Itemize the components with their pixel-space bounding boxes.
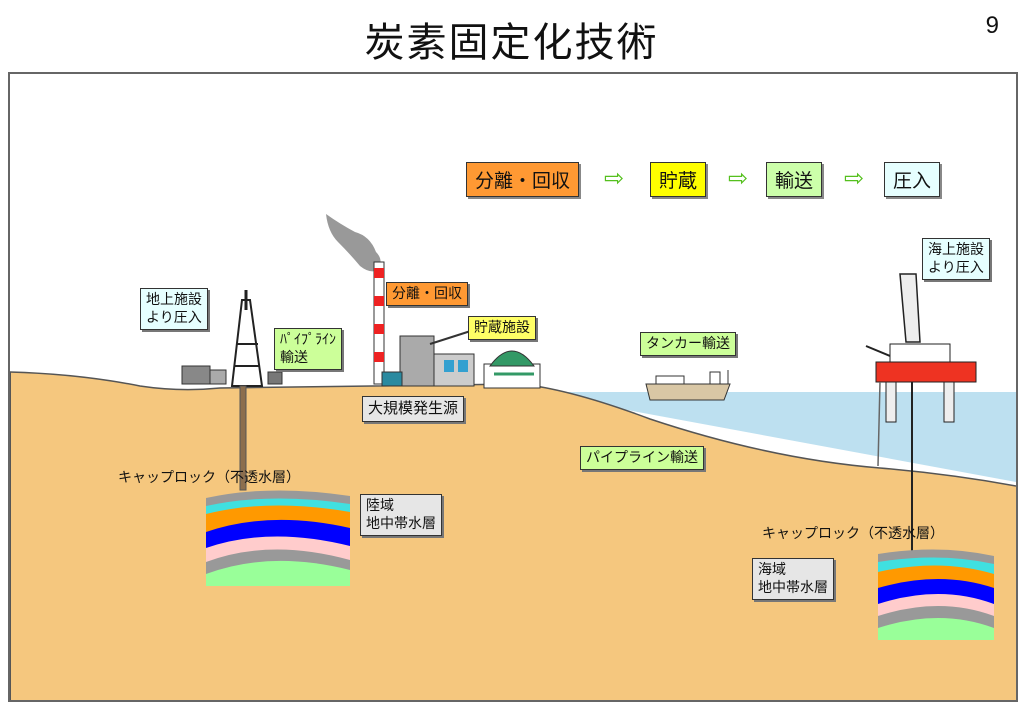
aquifer-land-label: 陸域 地中帯水層 — [360, 494, 442, 537]
large-power-source-label: 大規模発生源 — [362, 396, 465, 422]
land-injection-tower — [181, 290, 283, 491]
diagram-illustration — [10, 214, 1016, 700]
flow-arrow-icon: ⇨ — [604, 164, 625, 192]
sea-strata — [878, 549, 994, 640]
aquifer-sea-label: 海域 地中帯水層 — [752, 558, 834, 601]
separation-recovery-label: 分離・回収 — [386, 282, 468, 307]
flow-step-separation-recovery: 分離・回収 — [466, 162, 580, 197]
storage-facility-label: 貯蔵施設 — [468, 316, 536, 341]
tanker-transport-label: タンカー輸送 — [640, 332, 736, 357]
land-strata — [206, 490, 350, 586]
diagram-frame: 分離・回収 ⇨ 貯蔵 ⇨ 輸送 ⇨ 圧入 地上施設 より圧入 ﾊﾟｲﾌﾟﾗｲﾝ … — [8, 72, 1018, 702]
tanker-ship — [645, 370, 731, 401]
flow-step-injection: 圧入 — [884, 162, 941, 197]
flow-step-transport: 輸送 — [766, 162, 823, 197]
pipeline-transport-label: ﾊﾟｲﾌﾟﾗｲﾝ 輸送 — [274, 328, 342, 371]
ground — [10, 372, 1016, 700]
page-title: 炭素固定化技術 — [364, 20, 659, 66]
offshore-platform — [865, 273, 977, 574]
offshore-injection-label: 海上施設 より圧入 — [922, 238, 990, 281]
page-number: 9 — [985, 12, 999, 39]
flow-arrow-icon: ⇨ — [728, 164, 749, 192]
flow-arrow-icon: ⇨ — [844, 164, 865, 192]
pipeline-transport-sea-label: パイプライン輸送 — [580, 446, 704, 471]
power-plant — [373, 261, 541, 389]
flow-step-storage: 貯蔵 — [650, 162, 707, 197]
caprock-land-label: キャップロック（不透水層） — [118, 470, 300, 486]
land-injection-label: 地上施設 より圧入 — [140, 288, 208, 331]
caprock-sea-label: キャップロック（不透水層） — [762, 526, 944, 542]
